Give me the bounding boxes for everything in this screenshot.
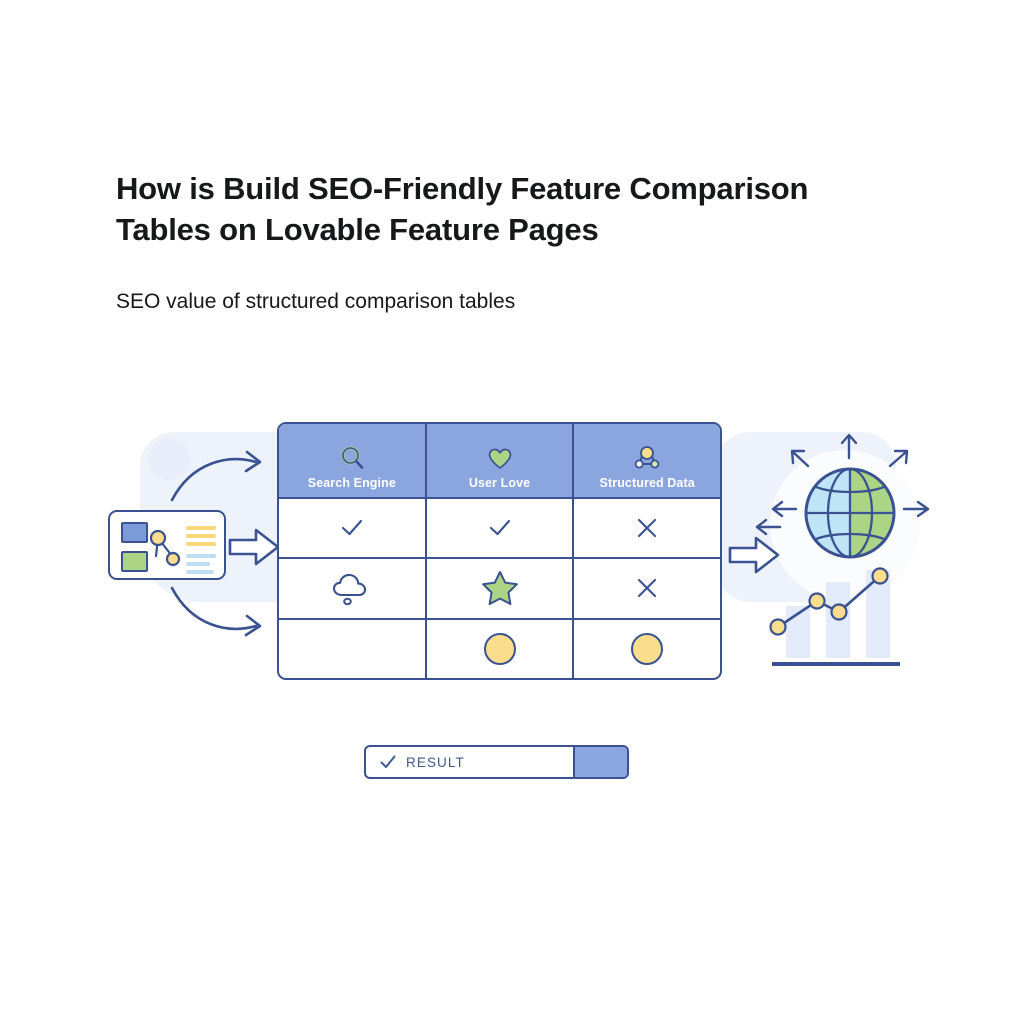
trend-line-chart <box>769 567 889 636</box>
card-text-line <box>186 542 216 546</box>
outcome-group <box>760 430 940 680</box>
table-cell-cross[interactable] <box>572 499 720 558</box>
magnifier-icon <box>338 443 366 473</box>
illustration-canvas: Search Engine User Love <box>0 390 1024 820</box>
page-subtitle: SEO value of structured comparison table… <box>116 290 516 313</box>
circle-icon <box>631 632 664 665</box>
heading-block: How is Build SEO-Friendly Feature Compar… <box>116 168 876 316</box>
table-cell-cloud[interactable] <box>279 559 425 617</box>
check-icon <box>380 755 396 768</box>
card-text-line <box>186 562 210 566</box>
card-text-line <box>186 534 216 538</box>
card-green-block <box>121 551 148 572</box>
result-bar-label: RESULT <box>406 754 465 770</box>
feature-comparison-table[interactable]: Search Engine User Love <box>277 422 722 680</box>
card-node-graph-icon <box>149 529 181 567</box>
chart-dot <box>769 618 787 636</box>
circle-icon <box>483 632 516 665</box>
globe-growth-illustration <box>769 433 930 666</box>
table-column-header-user-love[interactable]: User Love <box>424 424 573 497</box>
cross-icon <box>638 519 657 538</box>
table-column-header-label: Structured Data <box>599 476 695 490</box>
cross-icon <box>638 579 657 598</box>
cloud-icon <box>332 574 366 606</box>
table-cell-circle[interactable] <box>572 619 720 678</box>
page-title: How is Build SEO-Friendly Feature Compar… <box>116 171 809 247</box>
result-bar-label-area: RESULT <box>366 747 573 777</box>
heart-icon <box>486 443 514 473</box>
table-column-header-label: User Love <box>468 476 531 490</box>
table-header-row: Search Engine User Love <box>279 424 720 499</box>
table-cell-empty[interactable] <box>279 620 425 678</box>
globe-icon <box>804 467 896 559</box>
table-column-header-search-engine[interactable]: Search Engine <box>279 424 425 497</box>
chart-dot <box>808 592 826 610</box>
radiating-arrows <box>771 433 930 518</box>
background-blob-left-dot <box>148 438 190 480</box>
block-arrow-right-left-side <box>228 528 280 566</box>
table-cell-circle[interactable] <box>424 619 573 678</box>
table-cell-check[interactable] <box>424 499 573 558</box>
table-cell-check[interactable] <box>279 499 425 557</box>
check-icon <box>341 520 362 536</box>
check-icon <box>489 520 510 536</box>
table-row <box>279 557 720 618</box>
star-icon <box>481 571 518 606</box>
table-cell-star[interactable] <box>424 559 573 618</box>
feature-data-card[interactable] <box>108 510 226 580</box>
card-text-line <box>186 526 216 530</box>
table-row <box>279 617 720 678</box>
table-column-header-structured-data[interactable]: Structured Data <box>572 424 720 497</box>
table-row <box>279 499 720 558</box>
result-bar-fill <box>573 747 627 777</box>
chart-dot <box>871 567 889 585</box>
card-text-line <box>186 570 214 574</box>
table-column-header-label: Search Engine <box>307 476 396 490</box>
left-curved-arrows <box>170 450 262 637</box>
card-text-line <box>186 554 216 558</box>
right-connector-arrows <box>728 518 782 574</box>
table-cell-cross[interactable] <box>572 559 720 618</box>
card-blue-block <box>121 522 148 543</box>
result-progress-bar[interactable]: RESULT <box>364 745 629 779</box>
chart-dot <box>830 603 848 621</box>
node-graph-icon <box>633 443 661 473</box>
